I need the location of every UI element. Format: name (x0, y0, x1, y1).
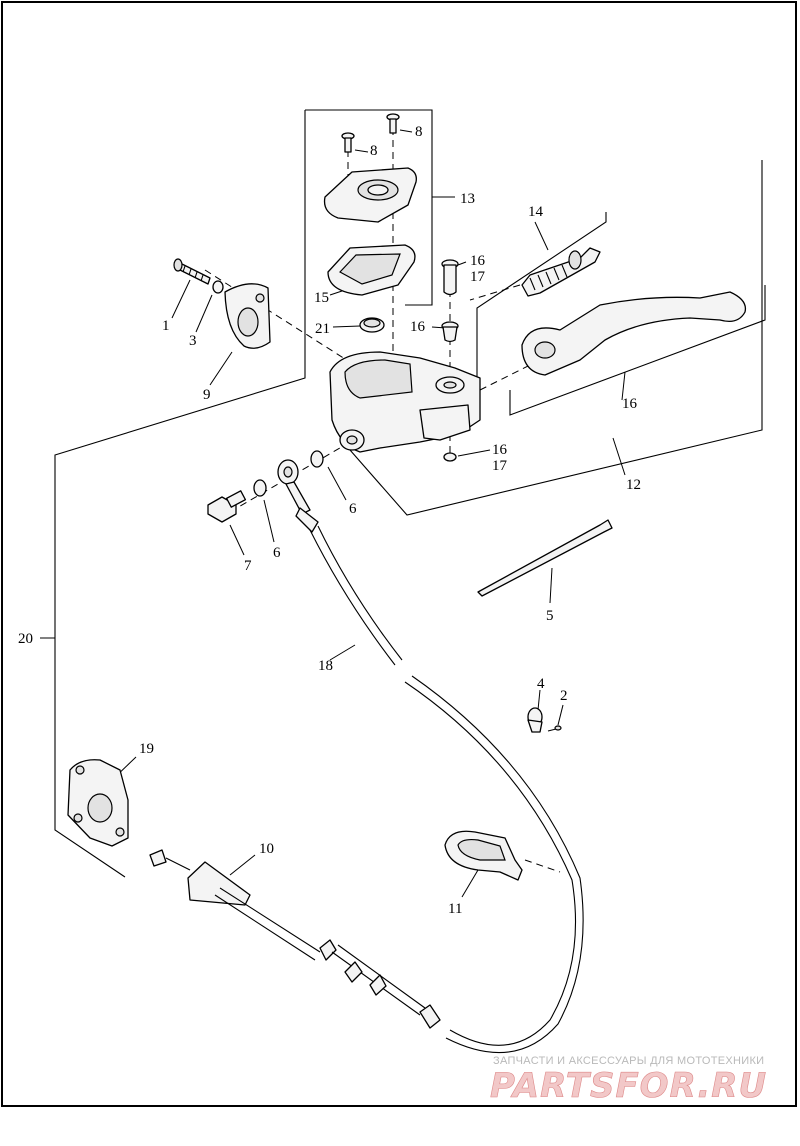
label-16-bushing: 16 (410, 319, 426, 335)
cover-screw-left (341, 132, 355, 153)
assembly-line-clamp (204, 269, 376, 379)
pivot-pin (441, 259, 459, 296)
banjo-fitting (277, 459, 319, 533)
label-16-clip: 16 (492, 442, 508, 458)
leader-10 (229, 854, 256, 876)
label-6-lower: 6 (273, 545, 281, 561)
assembly-line-clip (524, 859, 561, 873)
label-11: 11 (448, 901, 462, 917)
banjo-bolt (207, 490, 247, 523)
leader-8b (399, 129, 413, 133)
label-16-lever: 16 (622, 396, 638, 412)
diagram-frame (1, 1, 797, 1107)
clutch-cable (149, 849, 441, 1029)
leader-2 (557, 704, 564, 726)
washer-3 (212, 280, 224, 294)
label-1: 1 (162, 318, 170, 334)
leader-18 (329, 644, 356, 661)
washer-6-upper (310, 450, 324, 468)
leader-5 (549, 567, 553, 604)
cable-tie (477, 519, 613, 597)
label-4: 4 (537, 676, 545, 692)
clutch-hose (309, 525, 584, 1054)
label-19: 19 (139, 741, 154, 757)
label-7: 7 (244, 558, 252, 574)
leader-6b (263, 499, 275, 543)
leader-21 (332, 325, 361, 328)
clutch-lever (521, 291, 747, 376)
leader-9 (209, 351, 233, 386)
leader-16-lever (621, 371, 626, 401)
label-6-upper: 6 (349, 501, 357, 517)
label-10: 10 (259, 841, 274, 857)
label-2: 2 (560, 688, 568, 704)
label-3: 3 (189, 333, 197, 349)
hose-clip-4 (527, 707, 543, 733)
bracket-16-lever (509, 285, 766, 416)
label-17-clip: 17 (492, 458, 508, 474)
leader-7 (229, 524, 245, 556)
leader-14 (534, 221, 549, 251)
cable-clip (444, 830, 523, 881)
clip-screw-2 (547, 725, 562, 732)
pivot-bushing (441, 321, 459, 343)
pivot-clip (443, 452, 457, 462)
clamp-screw (173, 258, 211, 285)
label-12: 12 (626, 477, 641, 493)
label-13: 13 (460, 191, 475, 207)
label-14: 14 (528, 204, 544, 220)
label-8-left: 8 (370, 143, 378, 159)
leader-12 (612, 437, 626, 476)
cover-diaphragm (327, 244, 416, 296)
bracket-13 (305, 109, 455, 306)
leader-3 (195, 294, 213, 333)
leader-16a (457, 261, 467, 266)
washer-6-lower (253, 479, 267, 497)
label-15: 15 (314, 290, 329, 306)
sight-glass (359, 317, 385, 333)
watermark-tagline: ЗАПЧАСТИ И АКСЕССУАРЫ ДЛЯ МОТОТЕХНИКИ (493, 1055, 764, 1067)
label-17-pin: 17 (470, 269, 486, 285)
bracket-14 (476, 212, 607, 380)
slave-cylinder-cover (67, 759, 129, 847)
assembly-line-pushrod (469, 284, 521, 301)
handlebar-clamp (224, 283, 271, 349)
label-16-pin: 16 (470, 253, 486, 269)
leader-6a (327, 466, 347, 501)
leader-16c (457, 449, 491, 457)
master-cylinder-body (329, 351, 481, 453)
label-8-right: 8 (415, 124, 423, 140)
leader-8a (354, 149, 369, 153)
cover-screw-right (386, 113, 400, 134)
bracket-20 (54, 110, 306, 878)
pushrod-assembly (521, 247, 601, 297)
leader-1 (171, 279, 191, 319)
label-9: 9 (203, 387, 211, 403)
label-21: 21 (315, 321, 330, 337)
watermark-brand: PARTSFOR.RU (490, 1066, 767, 1106)
leader-11 (461, 869, 479, 898)
leader-4 (537, 689, 541, 711)
label-20: 20 (18, 631, 33, 647)
reservoir-cover (323, 167, 417, 223)
label-18: 18 (318, 658, 333, 674)
bracket-12 (349, 160, 763, 516)
label-5: 5 (546, 608, 554, 624)
